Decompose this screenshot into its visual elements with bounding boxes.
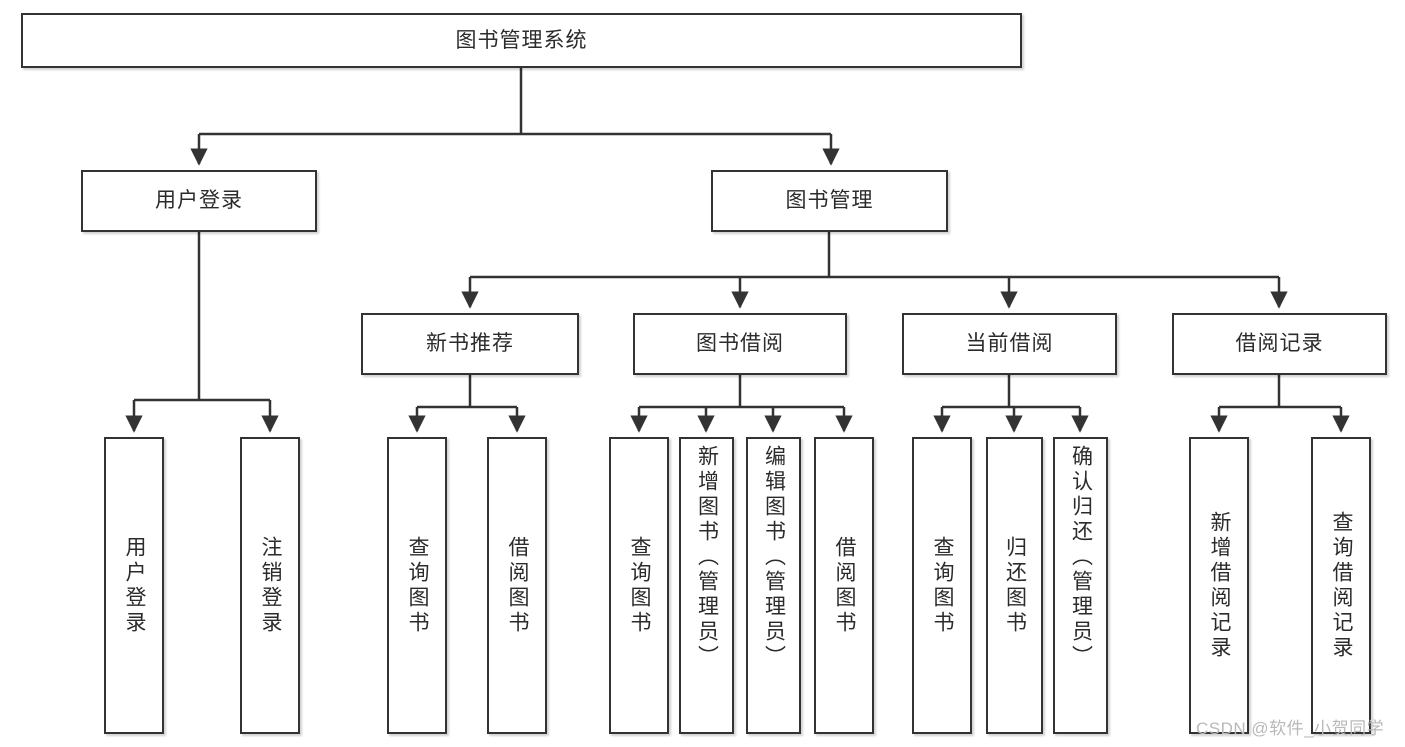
node-leaf-borrow-book-2-label: 借阅图书	[833, 535, 857, 636]
node-leaf-edit-book[interactable]: 编辑图书（管理员）	[746, 437, 801, 734]
node-book-borrow[interactable]: 图书借阅	[633, 313, 847, 375]
node-leaf-query-record-label: 查询借阅记录	[1330, 510, 1354, 661]
node-leaf-user-login[interactable]: 用户登录	[104, 437, 164, 734]
node-leaf-return-book[interactable]: 归还图书	[986, 437, 1043, 734]
node-root[interactable]: 图书管理系统	[21, 13, 1022, 68]
node-leaf-confirm-return-label: 确认归还（管理员）	[1069, 445, 1093, 670]
node-leaf-confirm-return[interactable]: 确认归还（管理员）	[1053, 437, 1108, 734]
node-borrow-record[interactable]: 借阅记录	[1172, 313, 1387, 375]
node-leaf-user-login-label: 用户登录	[123, 535, 147, 636]
node-leaf-query-book-3-label: 查询图书	[931, 535, 955, 636]
node-leaf-query-book-2-label: 查询图书	[628, 535, 652, 636]
node-leaf-borrow-book-1[interactable]: 借阅图书	[487, 437, 547, 734]
node-leaf-add-record-label: 新增借阅记录	[1208, 510, 1232, 661]
node-leaf-add-record[interactable]: 新增借阅记录	[1189, 437, 1249, 734]
node-leaf-query-book-2[interactable]: 查询图书	[609, 437, 669, 734]
node-leaf-query-book-1-label: 查询图书	[406, 535, 430, 636]
node-leaf-add-book[interactable]: 新增图书（管理员）	[679, 437, 734, 734]
node-new-book-recommend[interactable]: 新书推荐	[361, 313, 579, 375]
node-user-login-label: 用户登录	[155, 189, 243, 213]
node-user-login[interactable]: 用户登录	[81, 170, 317, 232]
node-root-label: 图书管理系统	[455, 28, 588, 52]
node-new-book-recommend-label: 新书推荐	[426, 332, 514, 356]
node-leaf-logout-label: 注销登录	[259, 535, 283, 636]
node-book-management[interactable]: 图书管理	[711, 170, 948, 232]
node-leaf-query-book-1[interactable]: 查询图书	[387, 437, 447, 734]
node-leaf-query-record[interactable]: 查询借阅记录	[1311, 437, 1371, 734]
node-book-borrow-label: 图书借阅	[696, 332, 784, 356]
node-leaf-borrow-book-2[interactable]: 借阅图书	[814, 437, 874, 734]
node-borrow-record-label: 借阅记录	[1235, 332, 1324, 356]
node-current-borrow-label: 当前借阅	[965, 332, 1054, 356]
node-leaf-logout[interactable]: 注销登录	[240, 437, 300, 734]
node-leaf-edit-book-label: 编辑图书（管理员）	[762, 445, 786, 670]
node-leaf-borrow-book-1-label: 借阅图书	[506, 535, 530, 636]
node-leaf-add-book-label: 新增图书（管理员）	[695, 445, 719, 670]
node-leaf-query-book-3[interactable]: 查询图书	[912, 437, 972, 734]
node-current-borrow[interactable]: 当前借阅	[902, 313, 1117, 375]
node-book-management-label: 图书管理	[785, 189, 874, 213]
watermark-text: CSDN @软件_小贺同学	[1196, 719, 1385, 738]
node-leaf-return-book-label: 归还图书	[1003, 535, 1027, 636]
